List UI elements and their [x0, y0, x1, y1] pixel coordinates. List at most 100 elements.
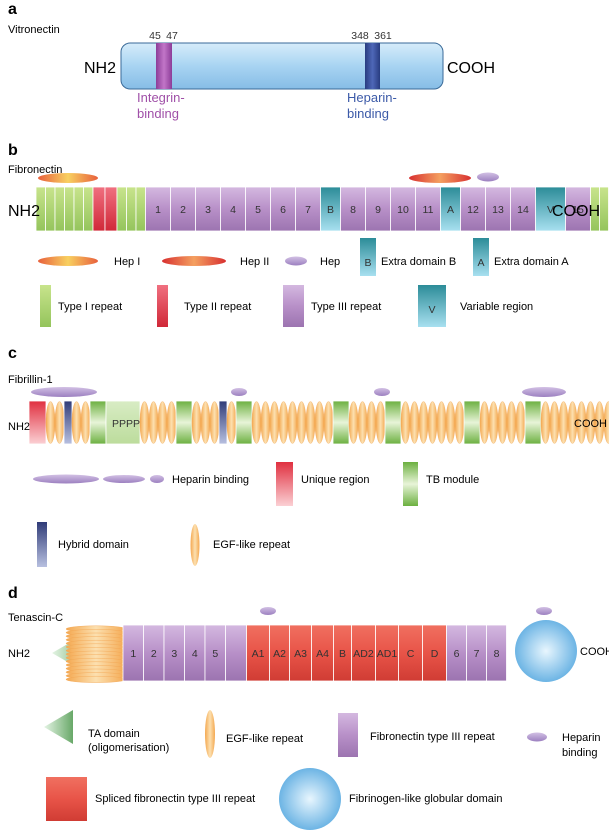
fn-type1-5 [73, 186, 84, 232]
integrin-label-1: Integrin- [137, 90, 185, 105]
fn-type3-11-label: 11 [423, 204, 434, 216]
site-45: 45 [149, 30, 161, 42]
tn-spliced-A1-label: A1 [252, 648, 265, 660]
legend-ta-1: TA domain [88, 728, 140, 740]
tenascin-heparin-mark-1 [260, 607, 276, 615]
fn-type3-3-label: 3 [205, 204, 211, 216]
legend-spliced: Spliced fibronectin type III repeat [95, 793, 255, 805]
fbn-egf-40 [445, 401, 456, 444]
fbn-egf-12 [166, 401, 177, 444]
heparin-binding-site [365, 43, 380, 89]
legend-fn3-swatch [338, 713, 358, 757]
tn-spliced-D-label: D [431, 648, 439, 660]
fbn-proline-region [105, 400, 141, 445]
legend-hb-swatch-1 [33, 474, 99, 484]
fbn-egf-6 [80, 401, 91, 444]
tn-fn3-4-label: 4 [192, 648, 198, 660]
fn-type1-3 [54, 186, 65, 232]
fbn-egf-41 [454, 401, 465, 444]
legend-edb: Extra domain B [381, 256, 456, 268]
legend-tb-swatch [403, 462, 418, 506]
fibronectin-n-term: NH2 [8, 203, 40, 220]
panel-d-label: d [8, 585, 18, 602]
fbn-egf-15 [200, 401, 211, 444]
hep2-binding-mark [409, 173, 471, 183]
legend-eda-box-label: A [477, 257, 484, 269]
fbn-egf-46 [506, 401, 517, 444]
vitronectin-c-term: COOH [447, 60, 495, 77]
tn-spliced-C [398, 624, 423, 682]
tn-fn3-5b [225, 624, 247, 682]
fbn-tb-13 [175, 400, 193, 445]
fn-type1-8 [126, 186, 137, 232]
tn-spliced-A2-label: A2 [273, 648, 286, 660]
legend-fbg: Fibrinogen-like globular domain [349, 793, 502, 805]
fn-type1-2 [45, 186, 56, 232]
fbn-egf-50 [549, 401, 560, 444]
pppp-label: PPPP [112, 418, 140, 430]
legend-ta-swatch [44, 710, 73, 744]
hep1-binding-mark [38, 173, 98, 183]
fn-type3-4-label: 4 [230, 204, 236, 216]
panel-c: c Fibrillin-1 PPPP NH2 COOH Heparin bind… [8, 345, 609, 567]
heparin-label-1: Heparin- [347, 90, 397, 105]
legend-hep2-swatch [162, 256, 226, 266]
legend-edb-box-label: B [364, 257, 371, 269]
tn-fn3-8 [486, 624, 507, 682]
fbn-egf-28 [323, 401, 334, 444]
legend-hep-swatch [285, 256, 307, 266]
legend-hb-swatch-3 [150, 475, 164, 483]
fbn-tb-34 [384, 400, 402, 445]
vitronectin-name: Vitronectin [8, 24, 60, 36]
fn-type3-15 [565, 186, 591, 232]
fibrillin-heparin-mark-1 [31, 387, 97, 397]
fbn-egf-18 [226, 401, 237, 444]
fn-type1-9 [135, 186, 146, 232]
fn-type3-7-label: 7 [305, 204, 311, 216]
fn-type3-1-label: 1 [155, 204, 161, 216]
legend-tn-heparin-swatch [527, 732, 547, 742]
fbn-egf-38 [427, 401, 438, 444]
legend-eda-swatch [473, 238, 489, 276]
fn-type3-14-label: 14 [517, 204, 529, 216]
panel-b-label: b [8, 142, 18, 159]
fibrillin-n-term: NH2 [8, 421, 30, 433]
tn-spliced-A4-label: A4 [316, 648, 329, 660]
fn-type3-8 [340, 186, 366, 232]
fn-type3-12 [460, 186, 486, 232]
fbn-egf-49 [540, 401, 551, 444]
legend-var: Variable region [460, 301, 533, 313]
tn-spliced-C-label: C [407, 648, 415, 660]
tenascin-heparin-mark-2 [536, 607, 552, 615]
fn-type1-6 [83, 186, 94, 232]
legend-tn-egf: EGF-like repeat [226, 733, 303, 745]
fn-type3-13 [485, 186, 511, 232]
integrin-label-2: binding [137, 106, 179, 121]
legend-var-swatch [418, 285, 446, 327]
site-348: 348 [351, 30, 369, 42]
fbn-egf-36 [409, 401, 420, 444]
panel-c-label: c [8, 345, 17, 362]
legend-egf-swatch [190, 524, 200, 566]
fbn-egf-30 [348, 401, 359, 444]
vitronectin-n-term: NH2 [84, 60, 116, 77]
fbn-egf-2 [45, 401, 56, 444]
fbn-egf-43 [479, 401, 490, 444]
legend-tn-heparin-1: Heparin [562, 732, 601, 744]
tn-fn3-2-label: 2 [151, 648, 157, 660]
fbn-egf-9 [139, 401, 150, 444]
fbn-egf-47 [515, 401, 526, 444]
fbn-egf-14 [191, 401, 202, 444]
fbn-egf-44 [488, 401, 499, 444]
fbn-hybrid-4 [63, 400, 73, 445]
fn-type3-12-label: 12 [467, 204, 479, 216]
fn-type3-13-label: 13 [492, 204, 504, 216]
fn-type1-7 [116, 186, 127, 232]
fbn-hybrid-17 [218, 400, 228, 445]
tn-fn3-5-label: 5 [212, 648, 218, 660]
fn-type3-5-label: 5 [255, 204, 261, 216]
fbn-egf-51 [558, 401, 569, 444]
